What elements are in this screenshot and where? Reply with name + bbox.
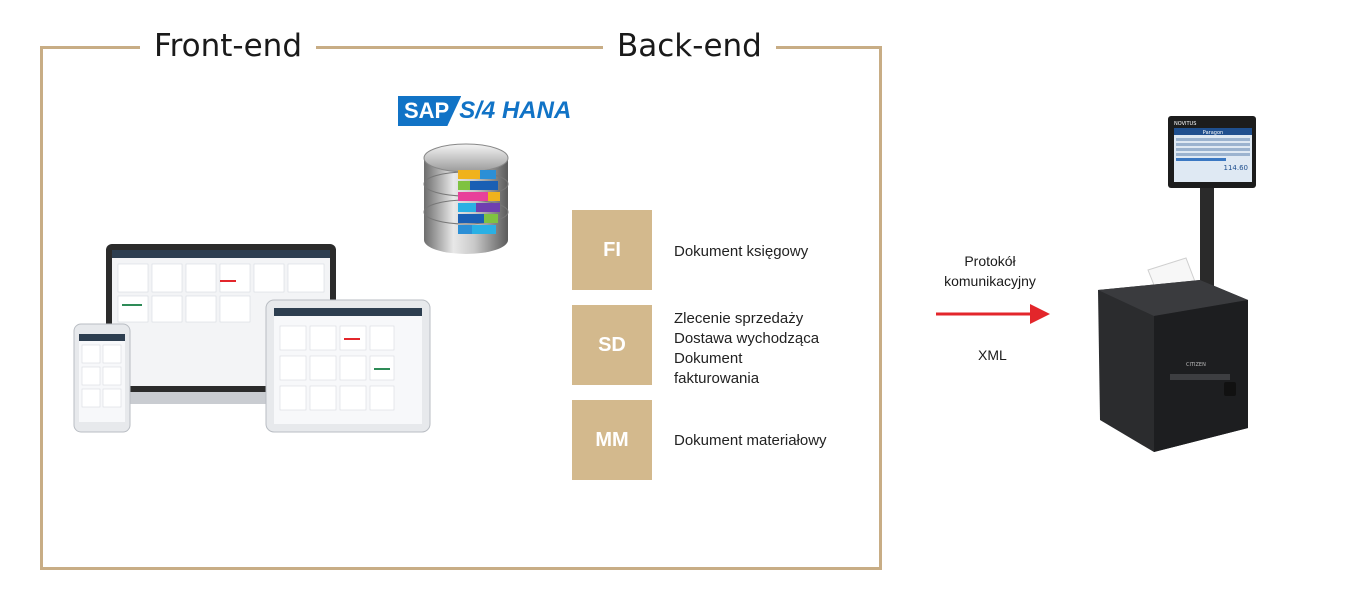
printer-screen-header: Paragon — [1203, 130, 1223, 136]
phone-icon — [73, 323, 131, 433]
module-sd-label: Zlecenie sprzedaży Dostawa wychodząca Do… — [674, 309, 819, 389]
front-end-title: Front-end — [140, 26, 316, 66]
laptop-icon — [74, 244, 368, 404]
back-end-title: Back-end — [603, 26, 776, 66]
fiori-devices-illustration — [73, 244, 431, 433]
module-mm: MM — [572, 400, 652, 480]
s4hana-logo-text: S/4 HANA — [459, 97, 572, 124]
protocol-label: Protokół komunikacyjny — [930, 251, 1050, 291]
frontend-backend-frame — [40, 46, 882, 570]
protocol-line: komunikacyjny — [944, 273, 1036, 289]
module-sd-line: Zlecenie sprzedaży — [674, 310, 804, 327]
module-sd-line: Dostawa wychodząca — [674, 330, 820, 347]
database-icon — [423, 143, 509, 254]
module-mm-label: Dokument materiałowy — [674, 432, 827, 449]
module-fi-label: Dokument księgowy — [674, 243, 809, 260]
sap-logo-box: SAP — [398, 96, 462, 126]
xml-format-label: XML — [978, 347, 1007, 363]
module-sd-line: Dokument — [674, 350, 743, 367]
printer-device-label: CITIZEN — [1186, 362, 1206, 368]
printer-brand: NOVITUS — [1174, 121, 1196, 127]
fiscal-printer-icon: Paragon NOVITUS 114.60 CITIZEN — [1098, 116, 1256, 452]
module-sd-line: fakturowania — [674, 370, 760, 387]
printer-screen-total: 114.60 — [1224, 164, 1249, 172]
module-sd: SD — [572, 305, 652, 385]
tablet-icon — [265, 299, 431, 433]
protocol-line: Protokół — [964, 253, 1016, 269]
arrow-right-icon — [936, 304, 1050, 324]
sap-s4hana-logo: SAP S/4 HANA — [398, 96, 571, 126]
module-fi: FI — [572, 210, 652, 290]
